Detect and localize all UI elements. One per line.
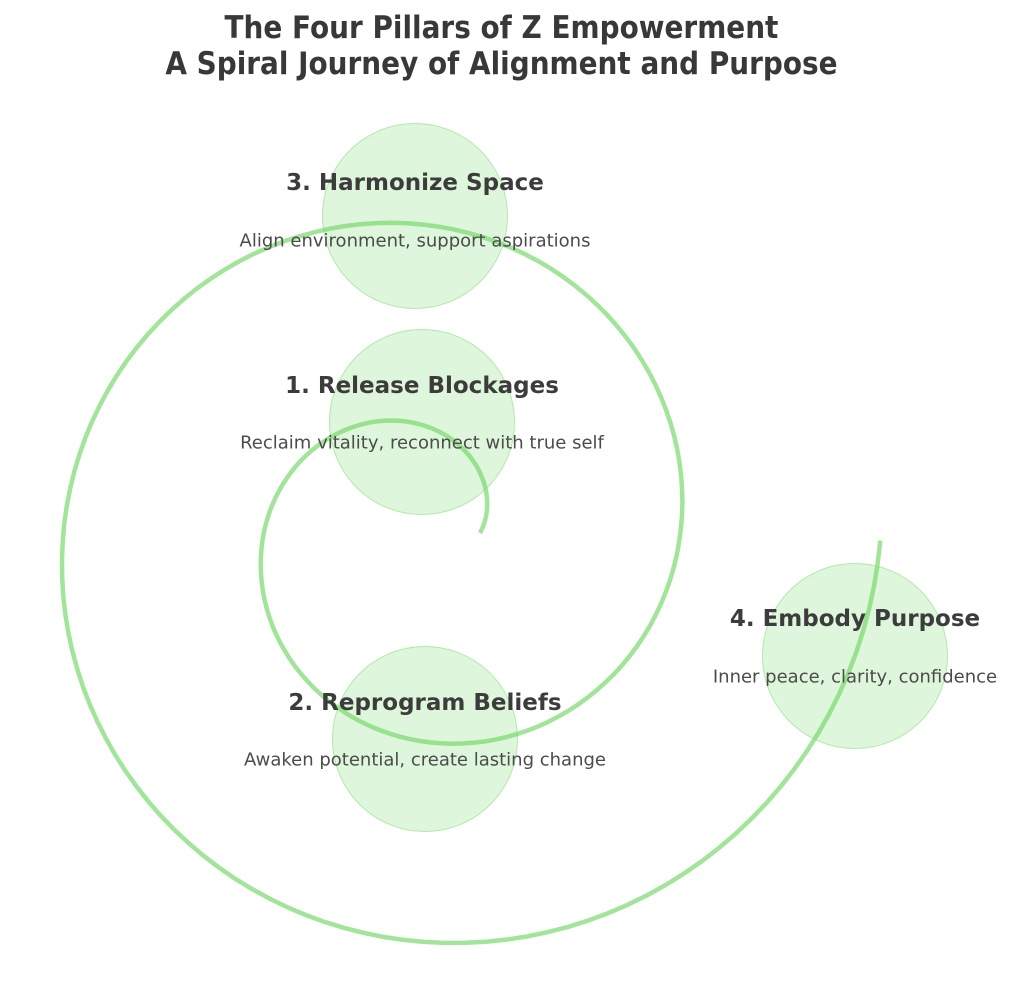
node-circle bbox=[762, 563, 948, 749]
node-subtitle: Align environment, support aspirations bbox=[239, 230, 591, 252]
node-subtitle: Reclaim vitality, reconnect with true se… bbox=[240, 432, 604, 454]
node-title: 2. Reprogram Beliefs bbox=[288, 690, 562, 716]
page-title-line-1: The Four Pillars of Z Empowerment bbox=[224, 10, 779, 46]
node-circle bbox=[332, 646, 518, 832]
node-subtitle: Inner peace, clarity, confidence bbox=[712, 666, 998, 688]
node-circle bbox=[322, 123, 508, 309]
node-title: 3. Harmonize Space bbox=[286, 170, 544, 196]
spiral-path bbox=[59, 220, 883, 946]
node-circle bbox=[329, 329, 515, 515]
page-title-line-2: A Spiral Journey of Alignment and Purpos… bbox=[165, 46, 838, 82]
node-subtitle: Awaken potential, create lasting change bbox=[244, 749, 606, 771]
node-title: 4. Embody Purpose bbox=[729, 606, 981, 632]
page-title: The Four Pillars of Z Empowerment A Spir… bbox=[50, 10, 953, 82]
node-title: 1. Release Blockages bbox=[285, 373, 559, 399]
